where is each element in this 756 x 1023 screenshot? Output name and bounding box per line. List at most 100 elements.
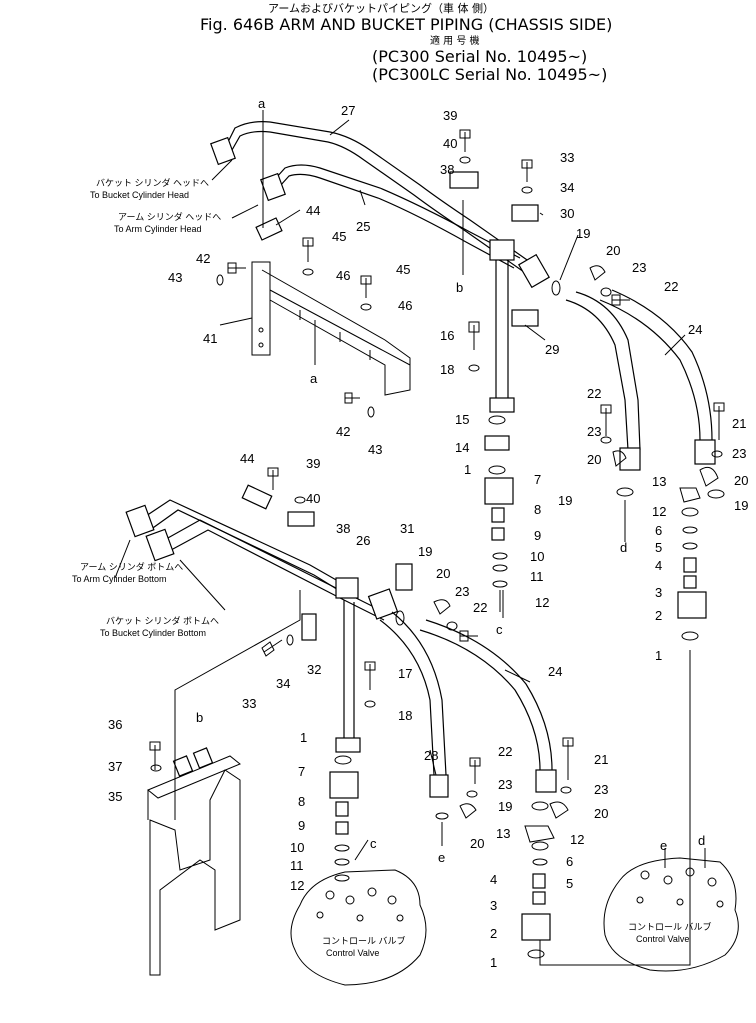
- callout-46-b: 46: [398, 298, 412, 313]
- callout-b-1: b: [456, 280, 463, 295]
- lower-bracket: [147, 590, 301, 976]
- washer-18-upper: [468, 364, 480, 372]
- upper-tube-25: [260, 164, 521, 269]
- bolt-45-upper-b: [360, 275, 372, 298]
- bolt-42-lower: [344, 392, 360, 404]
- callout-36: 36: [108, 717, 122, 732]
- callout-6-b: 6: [566, 854, 573, 869]
- title-en: Fig. 646B ARM AND BUCKET PIPING (CHASSIS…: [200, 15, 612, 34]
- callout-20: 20: [606, 243, 620, 258]
- callout-30: 30: [560, 206, 574, 221]
- note-cv-left-en: Control Valve: [326, 948, 379, 958]
- callout-23-f: 23: [594, 782, 608, 797]
- clamp-30: [511, 204, 539, 222]
- washer-46-upper-b: [360, 303, 372, 311]
- clamp-29: [511, 309, 539, 327]
- washer-23-upper: [600, 287, 612, 297]
- callout-4: 4: [655, 558, 662, 573]
- clamp-38-upper: [449, 171, 479, 189]
- callout-21-b: 21: [594, 752, 608, 767]
- washer-46-upper-a: [302, 268, 314, 276]
- callout-33: 33: [560, 150, 574, 165]
- callout-22-c: 22: [473, 600, 487, 615]
- applicable-jp: 適 用 号 機: [430, 34, 480, 47]
- callout-24-b: 24: [548, 664, 562, 679]
- note-bucket-head-en: To Bucket Cylinder Head: [90, 190, 189, 200]
- callout-a-1: a: [258, 96, 266, 111]
- lower-valve-stack-left: [329, 755, 359, 882]
- callout-26: 26: [356, 533, 370, 548]
- callout-20-e: 20: [470, 836, 484, 851]
- callout-12-c: 12: [290, 878, 304, 893]
- callout-29: 29: [545, 342, 559, 357]
- note-arm-head-en: To Arm Cylinder Head: [114, 224, 202, 234]
- callout-18-b: 18: [398, 708, 412, 723]
- callout-2-b: 2: [490, 926, 497, 941]
- serial-line-2: (PC300LC Serial No. 10495~): [372, 65, 607, 84]
- callout-10: 10: [530, 549, 544, 564]
- callout-37: 37: [108, 759, 122, 774]
- callout-13-b: 13: [496, 826, 510, 841]
- callout-1-d: 1: [490, 955, 497, 970]
- clamp-44-upper: [255, 217, 283, 241]
- title-jp: アームおよびバケットパイピング（車 体 側）: [268, 1, 494, 15]
- lower-valve-stack-right: [521, 825, 691, 966]
- callout-11: 11: [530, 569, 544, 584]
- callout-d-2: d: [698, 833, 705, 848]
- clamp-20-upper: [589, 265, 606, 281]
- upper-hose-24-left: [565, 291, 641, 471]
- note-bucket-bottom-en: To Bucket Cylinder Bottom: [100, 628, 206, 638]
- callout-a-2: a: [310, 371, 318, 386]
- callout-20-f: 20: [594, 806, 608, 821]
- callout-17: 17: [398, 666, 412, 681]
- callout-45-b: 45: [396, 262, 410, 277]
- upper-pipe-flange-right: [489, 239, 550, 413]
- bolt-22-upper: [611, 294, 630, 306]
- bolt-45-upper-a: [302, 237, 314, 262]
- note-bucket-head-jp: バケット シリンダ ヘッドへ: [96, 177, 209, 188]
- callout-13: 13: [652, 474, 666, 489]
- callout-44-b: 44: [240, 451, 254, 466]
- callout-16: 16: [440, 328, 454, 343]
- callout-e-2: e: [660, 838, 667, 853]
- callout-d-1: d: [620, 540, 627, 555]
- callout-34: 34: [560, 180, 574, 195]
- callout-23-c: 23: [732, 446, 746, 461]
- callouts: 27 a 39 40 38 33 34 30 44 25 45 46 42 43…: [108, 96, 748, 970]
- callout-e-1: e: [438, 850, 445, 865]
- notes: バケット シリンダ ヘッドへ To Bucket Cylinder Head ア…: [72, 177, 712, 958]
- callout-3-b: 3: [490, 898, 497, 913]
- callout-35: 35: [108, 789, 122, 804]
- callout-33-b: 33: [242, 696, 256, 711]
- callout-12: 12: [535, 595, 549, 610]
- lower-tubes: [125, 499, 449, 798]
- callout-6: 6: [655, 523, 662, 538]
- callout-41: 41: [203, 331, 217, 346]
- callout-23-b: 23: [587, 424, 601, 439]
- callout-22: 22: [664, 279, 678, 294]
- callout-40: 40: [443, 136, 457, 151]
- note-cv-right-en: Control Valve: [636, 934, 689, 944]
- callout-19-e: 19: [498, 799, 512, 814]
- callout-11-b: 11: [290, 858, 304, 873]
- callout-25: 25: [356, 219, 370, 234]
- callout-1-c: 1: [300, 730, 307, 745]
- callout-9: 9: [534, 528, 541, 543]
- upper-hardware: [216, 129, 630, 418]
- note-cv-left-jp: コントロール バルブ: [322, 935, 406, 946]
- bolt-33-upper: [521, 159, 533, 182]
- callout-c-2: c: [370, 836, 377, 851]
- callout-c-1: c: [496, 622, 503, 637]
- callout-3: 3: [655, 585, 662, 600]
- callout-24: 24: [688, 322, 702, 337]
- callout-1: 1: [464, 462, 471, 477]
- serial-line-1: (PC300 Serial No. 10495~): [372, 47, 587, 66]
- callout-7-b: 7: [298, 764, 305, 779]
- callout-45: 45: [332, 229, 346, 244]
- upper-bracket-41: [251, 261, 411, 396]
- callout-32: 32: [307, 662, 321, 677]
- callout-42: 42: [196, 251, 210, 266]
- callout-14: 14: [455, 440, 469, 455]
- callout-12-b: 12: [652, 504, 666, 519]
